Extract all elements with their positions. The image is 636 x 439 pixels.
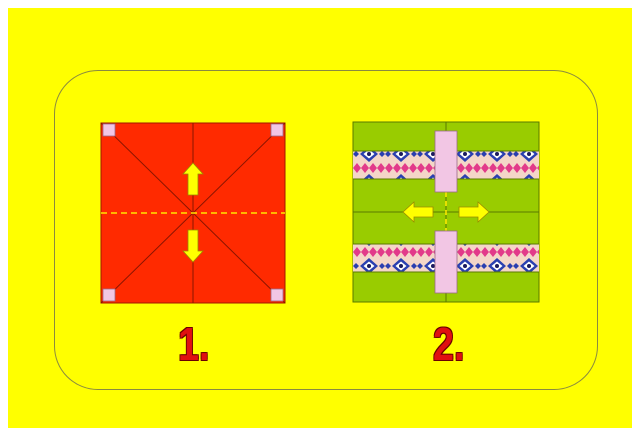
step1-corner-bottom-left [103,289,115,301]
step1-corner-top-right [271,124,283,136]
step1-red-square [101,123,285,303]
step-1-label: 1. [178,318,209,370]
step2-flap-top [435,131,457,192]
step2-green-paper [353,122,539,302]
step1-corner-bottom-right [271,289,283,301]
step-2-label: 2. [433,318,464,370]
step2-flap-bottom [435,231,457,293]
step1-corner-top-left [103,124,115,136]
